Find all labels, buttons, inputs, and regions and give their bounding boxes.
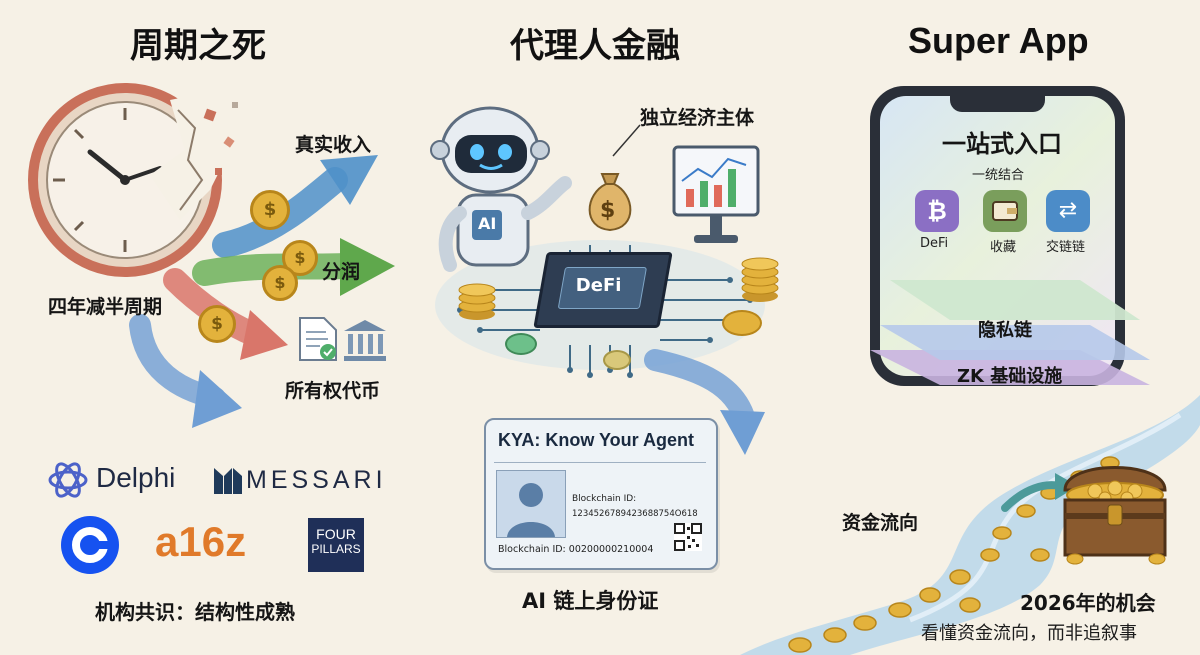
document-icon — [299, 317, 337, 361]
privacy-chain-label: 隐私链 — [978, 320, 1032, 341]
coin-icon — [722, 310, 762, 336]
bank-icon — [344, 320, 386, 361]
defi-chip-label: DeFi — [575, 275, 622, 296]
left-caption: 机构共识：结构性成熟 — [95, 600, 295, 624]
delphi-logo-icon — [48, 462, 88, 498]
down-arrow — [129, 314, 242, 428]
kya-id-label: Blockchain ID: — [572, 494, 637, 504]
left-column-title: 周期之死 — [130, 26, 266, 66]
coin-icon: $ — [198, 305, 236, 343]
four-pillars-line1: FOUR — [316, 526, 356, 542]
monitor-chart-icon — [672, 145, 760, 243]
token-icon — [505, 333, 537, 355]
four-pillars-line2: PILLARS — [311, 542, 361, 556]
robot-icon — [430, 106, 572, 272]
app-tile-defi[interactable]: ₿ — [915, 190, 959, 232]
coinbase-logo-icon — [61, 516, 119, 574]
zk-infra-label: ZK 基础设施 — [957, 366, 1063, 387]
screen-title: 一站式入口 — [942, 130, 1062, 158]
layer-stack-icon — [870, 280, 1150, 385]
money-bag-icon — [588, 173, 632, 232]
treasure-chest-icon — [1063, 466, 1167, 565]
coin-icon: $ — [282, 240, 318, 276]
kya-id-value: 1234526789423688754O618 — [572, 509, 698, 519]
wallet-icon — [992, 201, 1018, 221]
screen-subtitle: 一统结合 — [972, 168, 1025, 183]
messari-logo-icon — [214, 468, 242, 494]
robot-ai-badge: AI — [478, 214, 497, 233]
app-label-collect: 收藏 — [990, 240, 1017, 255]
coin-stack-icon — [458, 283, 496, 320]
coin-stack-icon — [741, 257, 779, 302]
user-silhouette-icon — [507, 483, 555, 537]
qr-code-icon — [674, 523, 702, 551]
real-income-label: 真实收入 — [295, 134, 372, 156]
tagline: 看懂资金流向，而非追叙事 — [921, 623, 1137, 644]
messari-logo: MESSARI — [246, 466, 387, 494]
halving-label: 四年减半周期 — [48, 296, 163, 318]
right-column-title: Super App — [908, 20, 1089, 61]
pointer-line — [612, 124, 641, 157]
token-icon — [603, 350, 631, 370]
a16z-logo: a16z — [155, 518, 247, 565]
avatar — [496, 470, 566, 538]
app-tile-collect[interactable] — [983, 190, 1027, 232]
broken-clock-icon — [28, 83, 238, 277]
fund-flow-label: 资金流向 — [842, 512, 919, 534]
app-label-crosschain: 交链链 — [1046, 240, 1086, 255]
kya-card-title: KYA: Know Your Agent — [498, 430, 695, 450]
kya-card: KYA: Know Your Agent Blockchain ID: 1234… — [484, 418, 718, 570]
profit-share-label: 分润 — [322, 261, 361, 283]
delphi-logo: Delphi — [96, 462, 176, 493]
kya-bottom-id: Blockchain ID: 00200000210004 — [498, 544, 654, 555]
card-arrow — [644, 349, 765, 455]
app-label-defi: DeFi — [920, 236, 949, 251]
ownership-tokens-label: 所有权代币 — [285, 380, 381, 402]
middle-column-title: 代理人金融 — [510, 26, 680, 66]
middle-caption: AI 链上身份证 — [522, 589, 659, 613]
fund-river — [740, 395, 1200, 655]
money-bag-symbol: $ — [600, 198, 616, 223]
coin-icon: $ — [262, 265, 298, 301]
four-pillars-logo: FOUR PILLARS — [308, 518, 364, 572]
app-tile-crosschain[interactable]: ⇄ — [1046, 190, 1090, 232]
independent-entity-label: 独立经济主体 — [640, 107, 755, 129]
coin-icon: $ — [250, 190, 290, 230]
phone-notch — [950, 94, 1045, 112]
kya-card-divider — [494, 462, 706, 463]
opportunity-label: 2026年的机会 — [1020, 591, 1156, 615]
